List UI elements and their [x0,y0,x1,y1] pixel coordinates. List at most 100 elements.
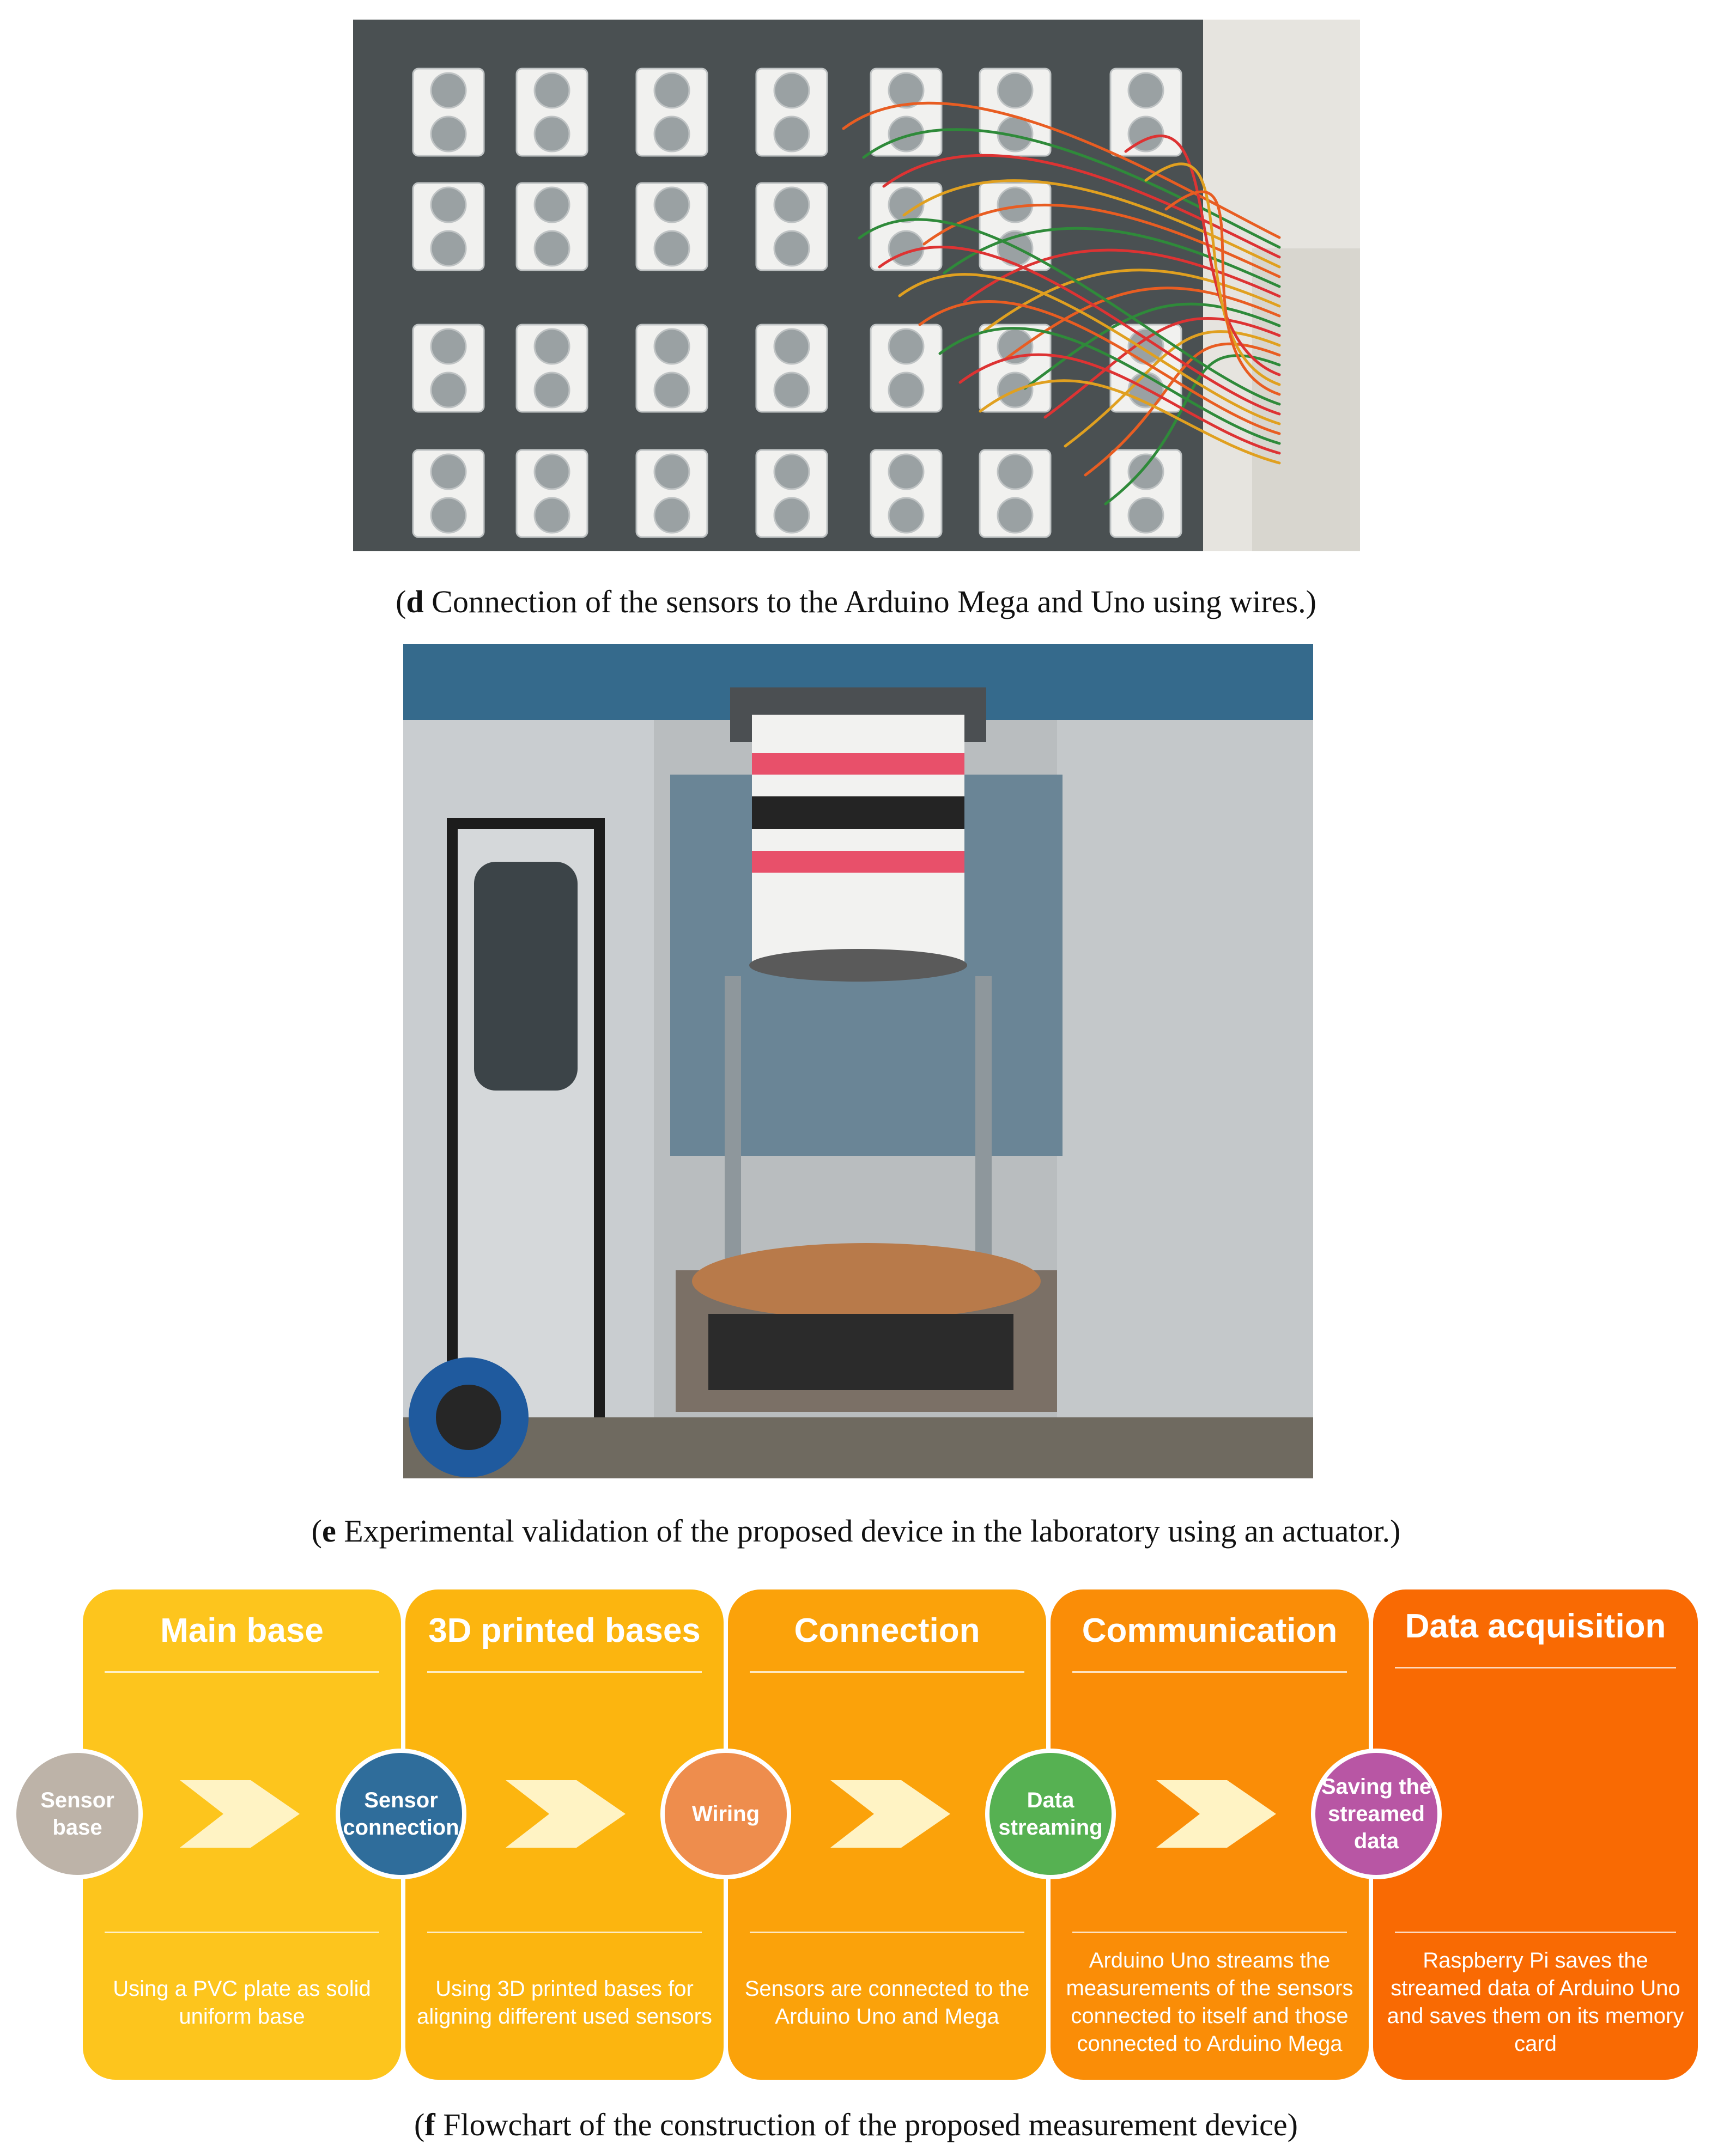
wire [1124,135,1281,376]
ultrasonic-transducer [888,328,925,365]
ultrasonic-transducer [430,230,467,267]
wire [1144,162,1281,386]
wire [958,353,1281,455]
arrow-right-icon [830,1780,950,1848]
wire [898,273,1281,425]
arrow-right-icon [1156,1780,1276,1848]
ultrasonic-transducer [430,72,467,109]
ultrasonic-transducer [773,328,810,365]
ultrasonic-transducer [888,115,925,153]
ultrasonic-transducer [430,453,467,490]
ultrasonic-transducer [653,328,690,365]
divider [427,1932,702,1933]
panel-title: Communication [1082,1612,1338,1649]
wire [1043,317,1281,419]
node-sensor-base: Sensor base [12,1749,143,1879]
wire [922,203,1281,278]
wire [882,154,1281,259]
ultrasonic-transducer [533,328,570,365]
wire [1164,190,1281,396]
panel-description: Using a PVC plate as solid uniform base [113,1977,371,2029]
divider [427,1671,702,1673]
panel-title: Data acquisition [1405,1607,1666,1645]
panel-title: Main base [160,1612,324,1649]
ultrasonic-transducer [1127,72,1164,109]
ultrasonic-transducer [430,328,467,365]
node-saving-streamed-data: Saving the streamed data [1311,1749,1442,1879]
wire [1003,287,1281,361]
ultrasonic-transducer [430,371,467,409]
ultrasonic-transducer [773,453,810,490]
divider [750,1671,1024,1673]
panel-description: Sensors are connected to the Arduino Uno… [744,1977,1030,2029]
ultrasonic-transducer [773,230,810,267]
ultrasonic-transducer [997,497,1034,534]
ultrasonic-transducer [533,72,570,109]
ultrasonic-transducer [888,72,925,109]
divider [1395,1932,1676,1933]
caption-f: (f Flowchart of the construction of the … [414,2107,1298,2142]
divider [1072,1932,1347,1933]
ultrasonic-transducer [430,186,467,223]
ultrasonic-transducer [533,371,570,409]
ultrasonic-transducer [773,497,810,534]
ultrasonic-transducer [1127,497,1164,534]
divider [105,1932,379,1933]
ultrasonic-transducer [653,497,690,534]
arrow-right-icon [506,1780,626,1848]
caption-e: (e Experimental validation of the propos… [311,1513,1401,1549]
ultrasonic-transducer [888,371,925,409]
ultrasonic-transducer [888,186,925,223]
node-data-streaming: Data streaming [985,1749,1116,1879]
wire [983,269,1281,332]
panel-title: Connection [794,1612,980,1649]
ultrasonic-transducer [888,497,925,534]
wire [902,179,1281,269]
ultrasonic-transducer [653,230,690,267]
ultrasonic-transducer [533,453,570,490]
ultrasonic-transducer [430,115,467,153]
wire [862,128,1281,249]
divider [1395,1667,1676,1668]
panel-description: Arduino Uno streams the measurements of … [1066,1948,1353,2056]
panel-description: Raspberry Pi saves the streamed data of … [1387,1948,1684,2056]
wire [938,327,1281,445]
ultrasonic-transducer [773,115,810,153]
sensor-array-photo [353,20,1360,551]
node-wiring: Wiring [660,1749,791,1879]
node-sensor-connection: Sensor connection [336,1749,466,1879]
divider [1072,1671,1347,1673]
ultrasonic-transducer [653,453,690,490]
wire [963,248,1281,303]
ultrasonic-transducer [1127,453,1164,490]
arrow-right-icon [180,1780,300,1848]
wire [878,246,1281,416]
wire [918,300,1281,435]
wire [1064,330,1281,448]
wire [858,218,1281,406]
ultrasonic-transducer [653,186,690,223]
ultrasonic-transducer [653,115,690,153]
wire [979,379,1281,465]
divider [750,1932,1024,1933]
ultrasonic-transducer [533,186,570,223]
ultrasonic-transducer [888,453,925,490]
ultrasonic-transducer [430,497,467,534]
ultrasonic-transducer [773,371,810,409]
lab-actuator-photo [403,644,1313,1478]
panel-description: Using 3D printed bases for aligning diff… [417,1977,712,2029]
ultrasonic-transducer [997,453,1034,490]
wire [842,101,1281,239]
ultrasonic-transducer [997,72,1034,109]
ultrasonic-transducer [533,497,570,534]
ultrasonic-transducer [653,371,690,409]
panel-title: 3D printed bases [428,1612,701,1649]
caption-d: (d Connection of the sensors to the Ardu… [396,584,1316,619]
divider [105,1671,379,1673]
ultrasonic-transducer [653,72,690,109]
ultrasonic-transducer [533,115,570,153]
wire [943,227,1281,288]
ultrasonic-transducer [773,72,810,109]
ultrasonic-transducer [533,230,570,267]
ultrasonic-transducer [773,186,810,223]
